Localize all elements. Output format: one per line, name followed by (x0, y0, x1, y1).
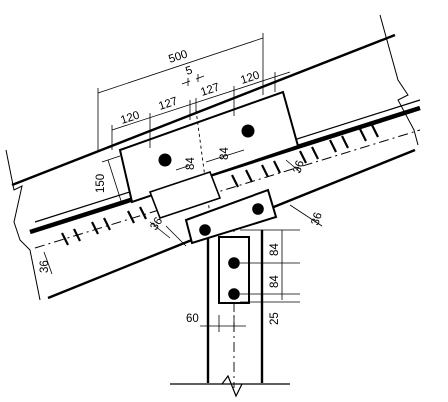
dimension-lines-top (97, 33, 291, 150)
dim-bolt-spacing-left: 84 (185, 157, 197, 170)
dim-plate-height: 150 (95, 174, 107, 193)
bolt (199, 224, 211, 236)
dim-center-gap: 5 (184, 64, 194, 77)
vertical-member (170, 222, 290, 398)
gusset-bolts (199, 203, 264, 236)
dim-edge-left: 120 (119, 110, 141, 127)
break-mark-left (5, 149, 41, 301)
dim-bolt-spacing-right: 84 (219, 147, 231, 160)
dimension-labels: 500 5 120 127 127 120 150 84 84 36 36 36… (39, 49, 325, 325)
bolt (228, 257, 240, 269)
bolt (158, 153, 172, 167)
dimension-lines-offsets (43, 159, 323, 275)
dim-chord-offset-upper: 36 (291, 159, 306, 175)
dimension-lines-vertical (200, 229, 300, 332)
dim-chord-offset-lower: 36 (148, 215, 165, 232)
dim-overall-length: 500 (167, 49, 189, 66)
dim-gusset-offset-right: 36 (309, 211, 324, 227)
break-mark-right (379, 14, 419, 146)
dim-vertical-gauge: 60 (186, 313, 199, 325)
upper-bolts (158, 124, 255, 167)
dim-gusset-offset-left: 36 (39, 260, 51, 273)
bolt (252, 203, 264, 215)
upper-splice-plate (118, 90, 300, 204)
plate-centerline (195, 109, 213, 231)
dim-edge-right: 120 (239, 70, 261, 87)
dim-vertical-pitch-top: 84 (269, 243, 281, 256)
bolt (228, 288, 240, 300)
dim-vertical-end: 25 (269, 312, 281, 325)
vertical-bolts (228, 257, 240, 300)
dim-pitch-left: 127 (157, 96, 179, 113)
dim-vertical-pitch-bottom: 84 (269, 275, 281, 288)
dimension-lines-plate (101, 149, 245, 207)
middle-filler-plate (148, 170, 222, 220)
dim-pitch-right: 127 (199, 82, 221, 99)
bolt (241, 124, 255, 138)
